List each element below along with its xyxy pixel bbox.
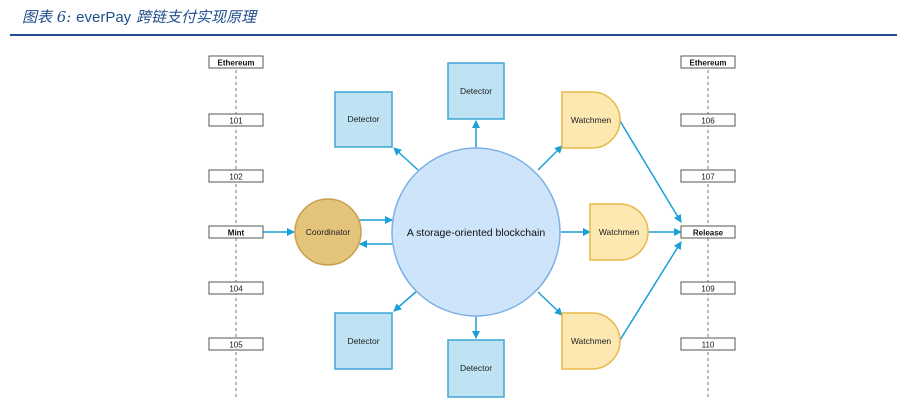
right-chain: Ethereum 106 107 Release 109 110 [680, 55, 736, 400]
caption-prefix: 图表 6: [22, 8, 72, 26]
watchmen-node-top [561, 91, 621, 149]
left-block-box [208, 113, 264, 127]
arrow-watchmen-bottom-to-release [619, 241, 682, 341]
right-block-label: 107 [701, 173, 715, 182]
right-block-box [680, 337, 736, 351]
left-block-box [208, 281, 264, 295]
caption-rule [10, 34, 897, 36]
coordinator-node [294, 198, 362, 266]
release-block-label: Release [693, 229, 724, 238]
watchmen-node-middle [589, 203, 649, 261]
arrow-chain-to-watchmen-top [537, 145, 563, 171]
right-block-box [680, 281, 736, 295]
right-chain-header: Ethereum [690, 59, 727, 68]
right-block-label: 109 [701, 285, 715, 294]
caption-brand: everPay [76, 9, 132, 26]
detector-label: Detector [347, 114, 379, 124]
detector-node-top-left [334, 91, 393, 148]
right-block-label: 110 [702, 341, 715, 350]
flow-arrows [263, 120, 682, 341]
right-chain-header-box [680, 55, 736, 69]
left-chain: Ethereum 101 102 Mint 104 105 [208, 55, 264, 400]
detector-node-top [447, 62, 505, 120]
left-block-box [208, 169, 264, 183]
detector-label: Detector [347, 336, 379, 346]
detector-label: Detector [460, 363, 492, 373]
right-block-box [680, 113, 736, 127]
left-block-box [208, 337, 264, 351]
watchmen-label: Watchmen [571, 336, 612, 346]
arrow-chain-to-detector-tl [393, 147, 419, 171]
arrow-watchmen-top-to-release [619, 120, 682, 223]
watchmen-label: Watchmen [571, 115, 612, 125]
mint-block-label: Mint [228, 229, 245, 238]
left-chain-header-box [208, 55, 264, 69]
storage-blockchain-label: A storage-oriented blockchain [407, 227, 545, 239]
left-block-label: 101 [229, 117, 243, 126]
arrow-chain-to-detector-bl [393, 289, 419, 312]
left-block-label: 102 [229, 173, 243, 182]
left-chain-header: Ethereum [218, 59, 255, 68]
caption-title: 跨链支付实现原理 [135, 8, 256, 26]
right-block-label: 106 [701, 117, 715, 126]
coordinator-label: Coordinator [306, 227, 351, 237]
detector-node-bottom [447, 339, 505, 398]
watchmen-label: Watchmen [599, 227, 640, 237]
detector-label: Detector [460, 86, 492, 96]
right-block-box [680, 169, 736, 183]
detector-node-bottom-left [334, 312, 393, 370]
storage-blockchain-node [391, 147, 561, 317]
watchmen-node-bottom [561, 312, 621, 370]
figure-caption: 图表 6: everPay 跨链支付实现原理 [22, 6, 256, 27]
left-block-label: 104 [229, 285, 243, 294]
left-block-label: 105 [229, 341, 243, 350]
arrow-chain-to-watchmen-bottom [537, 291, 563, 316]
